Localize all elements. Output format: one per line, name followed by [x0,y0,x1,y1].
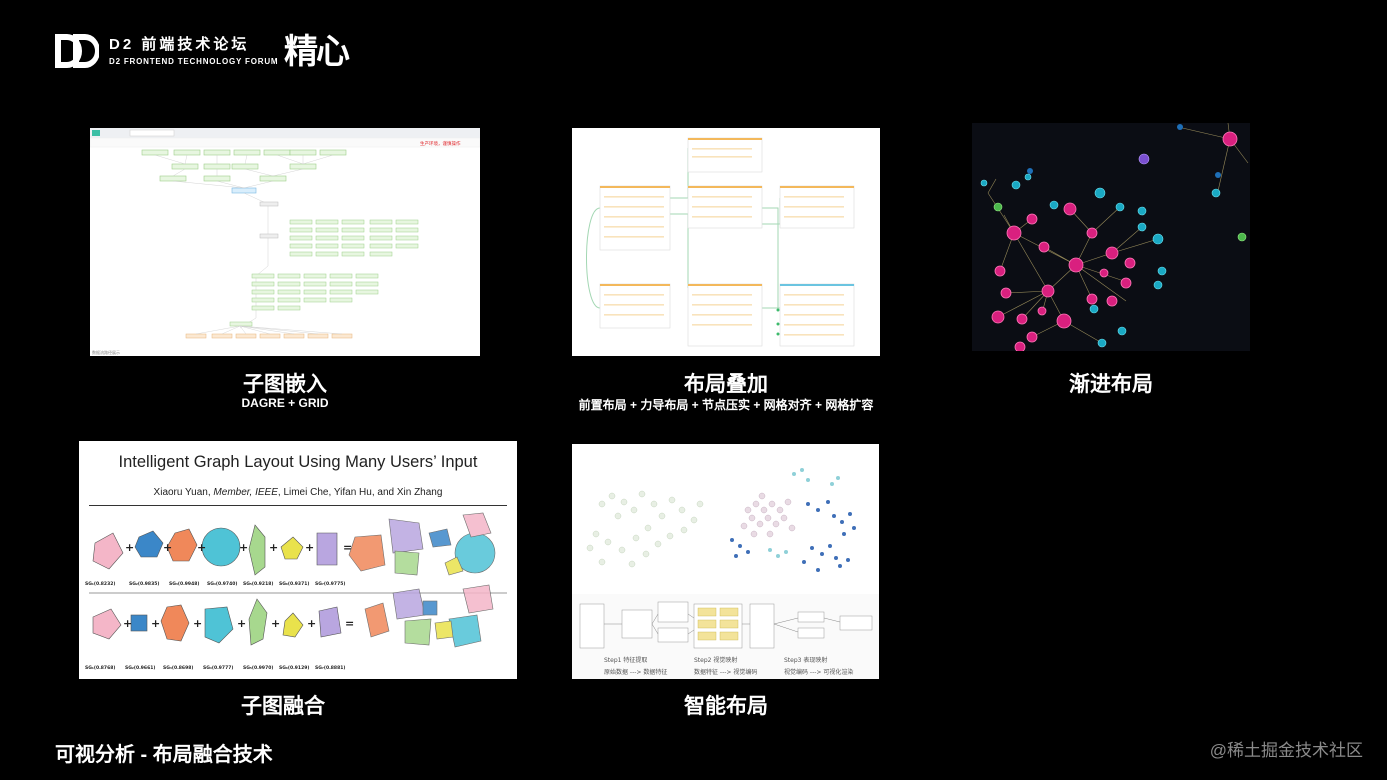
svg-text:SG₆(0.9129): SG₆(0.9129) [279,665,309,671]
panel-smart-layout-image: Step1 特征提取 Step2 视觉映射 Step3 表现映射 原始数据 --… [572,444,879,679]
brand-logo: D2 前端技术论坛 D2 FRONTEND TECHNOLOGY FORUM [55,34,278,68]
brand-name-cn: D2 前端技术论坛 [109,36,250,53]
svg-text:SG₅(0.9218): SG₅(0.9218) [243,581,273,587]
svg-text:+: + [193,617,202,630]
svg-text:SG₇(0.9775): SG₇(0.9775) [315,581,345,587]
panel-progressive-layout-image [972,123,1250,351]
slide-footer-title: 可视分析 - 布局融合技术 [55,744,273,766]
panel-subgraph-embed-image: 生产环境，谨慎操作 数据流路径展示 [90,128,480,356]
svg-text:SG₃(0.9948): SG₃(0.9948) [169,581,199,587]
watermark-text: @稀土掘金技术社区 [1209,741,1363,760]
caption-layout-overlay: 布局叠加 [684,373,768,396]
status-footer: 数据流路径展示 [92,349,120,355]
svg-text:Step1 特征提取: Step1 特征提取 [604,656,647,664]
brand-brush-text: 精心 [284,32,350,72]
paper-figure: + + + + + + = SG₁(0.8232) SG₂(0.9835) SG₃(0.99… [85,512,507,671]
subcaption-subgraph-embed: DAGRE + GRID [241,396,329,410]
svg-text:SG₇(0.8881): SG₇(0.8881) [315,665,345,671]
panel-subgraph-fusion-image: Intelligent Graph Layout Using Many User… [79,441,517,679]
svg-text:SG₂(0.9661): SG₂(0.9661) [125,665,155,671]
network-graph-screenshot [980,123,1249,351]
svg-text:+: + [239,541,248,554]
svg-text:SG₁(0.8232): SG₁(0.8232) [85,581,115,587]
svg-text:SG₁(0.8768): SG₁(0.8768) [85,665,115,671]
svg-text:=: = [343,541,352,554]
subcaption-layout-overlay: 前置布局 + 力导布局 + 节点压实 + 网格对齐 + 网格扩容 [578,398,874,412]
svg-text:+: + [271,617,280,630]
subgraph-embed-screenshot: 生产环境，谨慎操作 数据流路径展示 [90,128,480,355]
svg-text:视觉编码 ---> 可视化渲染: 视觉编码 ---> 可视化渲染 [784,668,853,676]
svg-text:+: + [305,541,314,554]
svg-text:+: + [237,617,246,630]
paper-title: Intelligent Graph Layout Using Many User… [118,453,478,471]
svg-text:+: + [163,541,172,554]
er-diagram-screenshot [586,137,855,347]
svg-text:=: = [345,617,354,630]
smart-layout-pipeline-diagram: Step1 特征提取 Step2 视觉映射 Step3 表现映射 原始数据 --… [572,594,879,679]
svg-text:SG₆(0.9371): SG₆(0.9371) [279,581,309,587]
caption-progressive-layout: 渐进布局 [1069,373,1153,396]
alert-text: 生产环境，谨慎操作 [420,140,461,147]
svg-text:+: + [269,541,278,554]
svg-text:原始数据 ---> 数据特征: 原始数据 ---> 数据特征 [604,668,667,676]
panel-layout-overlay-image [572,128,880,356]
paper-authors: Xiaoru Yuan, Member, IEEE, Limei Che, Yi… [153,487,443,498]
svg-text:SG₄(0.9777): SG₄(0.9777) [203,665,233,671]
brand-name-en: D2 FRONTEND TECHNOLOGY FORUM [109,57,279,66]
svg-text:SG₅(0.9970): SG₅(0.9970) [243,665,273,671]
paper-rule [89,505,507,506]
svg-text:+: + [197,541,206,554]
svg-text:SG₃(0.8698): SG₃(0.8698) [163,665,193,671]
caption-subgraph-embed: 子图嵌入 [243,373,327,396]
svg-text:+: + [125,541,134,554]
caption-subgraph-fusion: 子图融合 [241,695,325,718]
d2-logo-icon [55,34,99,68]
svg-text:SG₄(0.9740): SG₄(0.9740) [207,581,237,587]
svg-text:Step2 视觉映射: Step2 视觉映射 [694,656,737,664]
svg-text:+: + [123,617,132,630]
cluster-graph-screenshot [586,468,856,572]
caption-smart-layout: 智能布局 [684,695,768,718]
svg-text:+: + [307,617,316,630]
svg-text:数据特征 ---> 视觉编码: 数据特征 ---> 视觉编码 [694,668,757,676]
svg-text:Step3 表现映射: Step3 表现映射 [784,656,827,664]
svg-text:SG₂(0.9835): SG₂(0.9835) [129,581,159,587]
svg-text:+: + [151,617,160,630]
